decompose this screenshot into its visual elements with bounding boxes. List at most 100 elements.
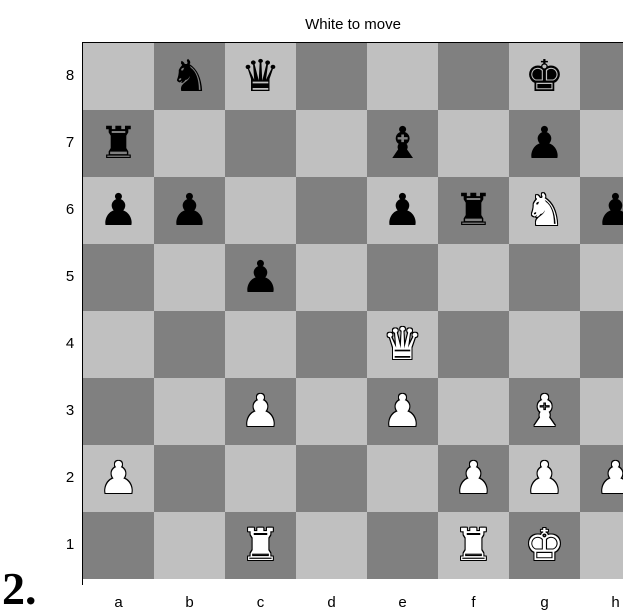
black-pawn-icon[interactable]: ♟ xyxy=(596,189,623,233)
square-a4[interactable] xyxy=(83,311,154,378)
square-b5[interactable] xyxy=(154,244,225,311)
white-pawn-icon[interactable]: ♟ xyxy=(241,390,280,434)
square-a5[interactable] xyxy=(83,244,154,311)
rank-label: 7 xyxy=(63,134,77,151)
square-d2[interactable] xyxy=(296,445,367,512)
white-pawn-icon[interactable]: ♟ xyxy=(454,457,493,501)
white-pawn-icon[interactable]: ♟ xyxy=(99,457,138,501)
white-king-icon[interactable]: ♚ xyxy=(525,524,564,568)
square-h4[interactable] xyxy=(580,311,623,378)
square-g1[interactable]: ♚ xyxy=(509,512,580,579)
file-label: c xyxy=(225,594,296,611)
square-g8[interactable]: ♚ xyxy=(509,43,580,110)
white-pawn-icon[interactable]: ♟ xyxy=(383,390,422,434)
square-h3[interactable] xyxy=(580,378,623,445)
square-c2[interactable] xyxy=(225,445,296,512)
white-bishop-icon[interactable]: ♝ xyxy=(525,390,564,434)
square-d5[interactable] xyxy=(296,244,367,311)
square-e6[interactable]: ♟ xyxy=(367,177,438,244)
square-e1[interactable] xyxy=(367,512,438,579)
square-g4[interactable] xyxy=(509,311,580,378)
square-f1[interactable]: ♜ xyxy=(438,512,509,579)
square-d6[interactable] xyxy=(296,177,367,244)
file-label: h xyxy=(580,594,623,611)
black-bishop-icon[interactable]: ♝ xyxy=(383,122,422,166)
white-pawn-icon[interactable]: ♟ xyxy=(525,457,564,501)
white-rook-icon[interactable]: ♜ xyxy=(241,524,280,568)
square-b8[interactable]: ♞ xyxy=(154,43,225,110)
square-b3[interactable] xyxy=(154,378,225,445)
square-d4[interactable] xyxy=(296,311,367,378)
square-d7[interactable] xyxy=(296,110,367,177)
black-pawn-icon[interactable]: ♟ xyxy=(99,189,138,233)
file-label: f xyxy=(438,594,509,611)
square-g5[interactable] xyxy=(509,244,580,311)
black-rook-icon[interactable]: ♜ xyxy=(454,189,493,233)
square-c3[interactable]: ♟ xyxy=(225,378,296,445)
white-rook-icon[interactable]: ♜ xyxy=(454,524,493,568)
square-c7[interactable] xyxy=(225,110,296,177)
square-f3[interactable] xyxy=(438,378,509,445)
white-queen-icon[interactable]: ♛ xyxy=(383,323,422,367)
square-d8[interactable] xyxy=(296,43,367,110)
black-pawn-icon[interactable]: ♟ xyxy=(170,189,209,233)
square-g7[interactable]: ♟ xyxy=(509,110,580,177)
square-h5[interactable] xyxy=(580,244,623,311)
square-f5[interactable] xyxy=(438,244,509,311)
square-c4[interactable] xyxy=(225,311,296,378)
square-h8[interactable] xyxy=(580,43,623,110)
square-e5[interactable] xyxy=(367,244,438,311)
puzzle-number: 2. xyxy=(2,566,37,612)
square-e8[interactable] xyxy=(367,43,438,110)
square-a1[interactable] xyxy=(83,512,154,579)
square-a6[interactable]: ♟ xyxy=(83,177,154,244)
square-f6[interactable]: ♜ xyxy=(438,177,509,244)
square-d3[interactable] xyxy=(296,378,367,445)
square-e3[interactable]: ♟ xyxy=(367,378,438,445)
square-f8[interactable] xyxy=(438,43,509,110)
file-label: e xyxy=(367,594,438,611)
square-b4[interactable] xyxy=(154,311,225,378)
white-knight-icon[interactable]: ♞ xyxy=(525,189,564,233)
black-king-icon[interactable]: ♚ xyxy=(525,55,564,99)
black-knight-icon[interactable]: ♞ xyxy=(170,55,209,99)
square-e2[interactable] xyxy=(367,445,438,512)
square-e7[interactable]: ♝ xyxy=(367,110,438,177)
rank-label: 6 xyxy=(63,201,77,218)
file-label: b xyxy=(154,594,225,611)
square-f4[interactable] xyxy=(438,311,509,378)
square-b1[interactable] xyxy=(154,512,225,579)
square-b7[interactable] xyxy=(154,110,225,177)
black-rook-icon[interactable]: ♜ xyxy=(99,122,138,166)
rank-label: 8 xyxy=(63,67,77,84)
square-g3[interactable]: ♝ xyxy=(509,378,580,445)
square-a3[interactable] xyxy=(83,378,154,445)
square-g2[interactable]: ♟ xyxy=(509,445,580,512)
square-h6[interactable]: ♟ xyxy=(580,177,623,244)
square-d1[interactable] xyxy=(296,512,367,579)
rank-label: 3 xyxy=(63,402,77,419)
square-a2[interactable]: ♟ xyxy=(83,445,154,512)
square-c1[interactable]: ♜ xyxy=(225,512,296,579)
square-c5[interactable]: ♟ xyxy=(225,244,296,311)
chess-board[interactable]: ♞ ♛ ♚ ♜ ♝ ♟ ♟ ♟ ♟ ♜ ♞ ♟ ♟ ♛ ♟ ♟ ♝ ♟ ♟ ♟ ♟ ♜ ♜ ♚ xyxy=(82,42,623,585)
square-e4[interactable]: ♛ xyxy=(367,311,438,378)
white-pawn-icon[interactable]: ♟ xyxy=(596,457,623,501)
square-c6[interactable] xyxy=(225,177,296,244)
square-f7[interactable] xyxy=(438,110,509,177)
square-h1[interactable] xyxy=(580,512,623,579)
black-pawn-icon[interactable]: ♟ xyxy=(525,122,564,166)
square-h7[interactable] xyxy=(580,110,623,177)
square-h2[interactable]: ♟ xyxy=(580,445,623,512)
black-queen-icon[interactable]: ♛ xyxy=(241,55,280,99)
square-b2[interactable] xyxy=(154,445,225,512)
square-a8[interactable] xyxy=(83,43,154,110)
square-c8[interactable]: ♛ xyxy=(225,43,296,110)
black-pawn-icon[interactable]: ♟ xyxy=(383,189,422,233)
square-g6[interactable]: ♞ xyxy=(509,177,580,244)
square-b6[interactable]: ♟ xyxy=(154,177,225,244)
square-f2[interactable]: ♟ xyxy=(438,445,509,512)
black-pawn-icon[interactable]: ♟ xyxy=(241,256,280,300)
square-a7[interactable]: ♜ xyxy=(83,110,154,177)
rank-label: 1 xyxy=(63,536,77,553)
